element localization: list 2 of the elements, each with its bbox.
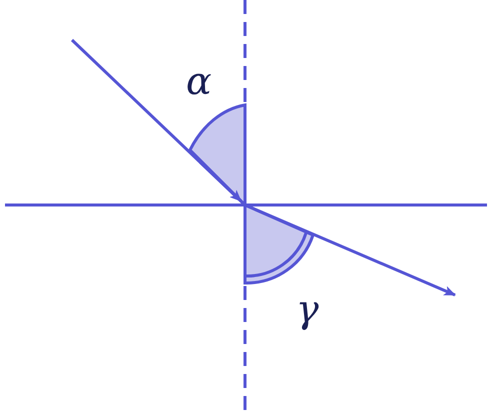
- angle-label: γ: [296, 290, 319, 328]
- angle-label: α: [186, 62, 212, 100]
